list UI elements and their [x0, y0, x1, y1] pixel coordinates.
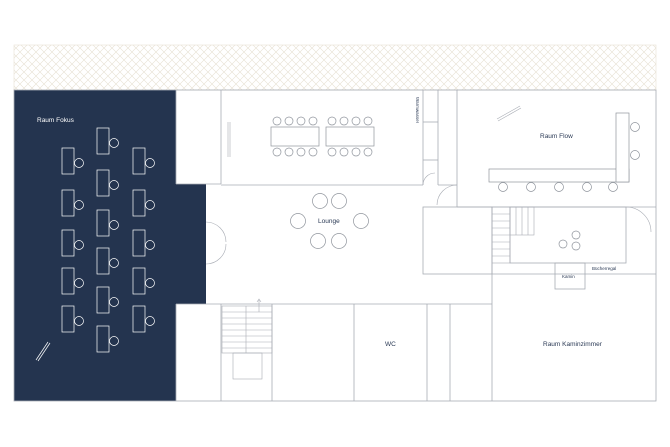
desk	[96, 169, 110, 197]
chair	[284, 116, 294, 126]
desk	[61, 147, 75, 175]
chair	[74, 158, 84, 168]
stairs-left	[221, 298, 273, 380]
kamin-label: Kamin	[562, 274, 575, 279]
chair	[74, 240, 84, 250]
chair	[145, 240, 155, 250]
chair	[74, 278, 84, 288]
kaminzimmer-seats	[558, 230, 581, 251]
chair	[308, 116, 318, 126]
counter	[488, 168, 630, 183]
desk	[61, 305, 75, 333]
room-fokus-label: Raum Fokus	[37, 117, 75, 124]
lounge-chair	[310, 233, 326, 249]
chair	[109, 180, 119, 190]
chair	[74, 316, 84, 326]
desk	[61, 229, 75, 257]
interior-walls	[175, 90, 656, 401]
desk	[132, 305, 146, 333]
desk	[61, 267, 75, 295]
meeting-table	[270, 126, 320, 147]
chair	[351, 147, 361, 157]
lounge-chairs	[290, 193, 369, 249]
chair	[296, 116, 306, 126]
chair	[363, 116, 373, 126]
chair	[308, 147, 318, 157]
stairs-right	[491, 206, 535, 264]
room-wc-label: WC	[385, 341, 396, 348]
chair	[109, 297, 119, 307]
lounge-chair	[331, 233, 347, 249]
room-kaminzimmer-label: Raum Kaminzimmer	[543, 341, 603, 348]
armchair	[558, 239, 568, 249]
door-arcs	[205, 172, 652, 265]
fokus-whiteboard	[35, 341, 49, 361]
chair	[74, 200, 84, 210]
stool	[582, 182, 592, 192]
armchair	[571, 230, 581, 240]
room-lounge-label: Lounge	[318, 218, 340, 225]
desk	[61, 189, 75, 217]
chair	[363, 147, 373, 157]
chair	[272, 147, 282, 157]
room-flow-label: Raum Flow	[540, 133, 573, 140]
armchair	[571, 241, 581, 251]
chair	[327, 147, 337, 157]
meeting-table	[325, 126, 375, 147]
stool	[630, 122, 640, 132]
flow-counter	[488, 112, 640, 192]
desk	[132, 147, 146, 175]
desk	[132, 267, 146, 295]
chair	[109, 138, 119, 148]
counter	[615, 112, 630, 183]
fokus-desks	[61, 127, 155, 353]
chair	[109, 336, 119, 346]
chair	[339, 147, 349, 157]
stool	[608, 182, 618, 192]
buecherregal-label: Bücherregal	[592, 266, 616, 271]
terrace	[13, 44, 657, 91]
desk	[132, 189, 146, 217]
desk	[132, 229, 146, 257]
flow-whiteboard	[496, 105, 521, 120]
desk	[96, 209, 110, 237]
lounge-chair	[312, 193, 328, 209]
chair	[339, 116, 349, 126]
chair	[145, 278, 155, 288]
desk	[96, 325, 110, 353]
warmwasser-label: Warmwasser	[415, 97, 420, 124]
chair	[284, 147, 294, 157]
chair	[296, 147, 306, 157]
chair	[145, 316, 155, 326]
chair	[351, 116, 361, 126]
chair	[109, 258, 119, 268]
stool	[526, 182, 536, 192]
chair	[145, 200, 155, 210]
chair	[327, 116, 337, 126]
lounge-chair	[331, 193, 347, 209]
chair	[272, 116, 282, 126]
stool	[630, 150, 640, 160]
chair	[109, 220, 119, 230]
meeting-tables	[270, 116, 375, 157]
outer-wall	[13, 89, 657, 402]
stool	[554, 182, 564, 192]
desk	[96, 127, 110, 155]
stool	[498, 182, 508, 192]
lounge-chair	[290, 213, 306, 229]
desk	[96, 247, 110, 275]
desk	[96, 286, 110, 314]
chair	[145, 158, 155, 168]
lounge-chair	[353, 213, 369, 229]
